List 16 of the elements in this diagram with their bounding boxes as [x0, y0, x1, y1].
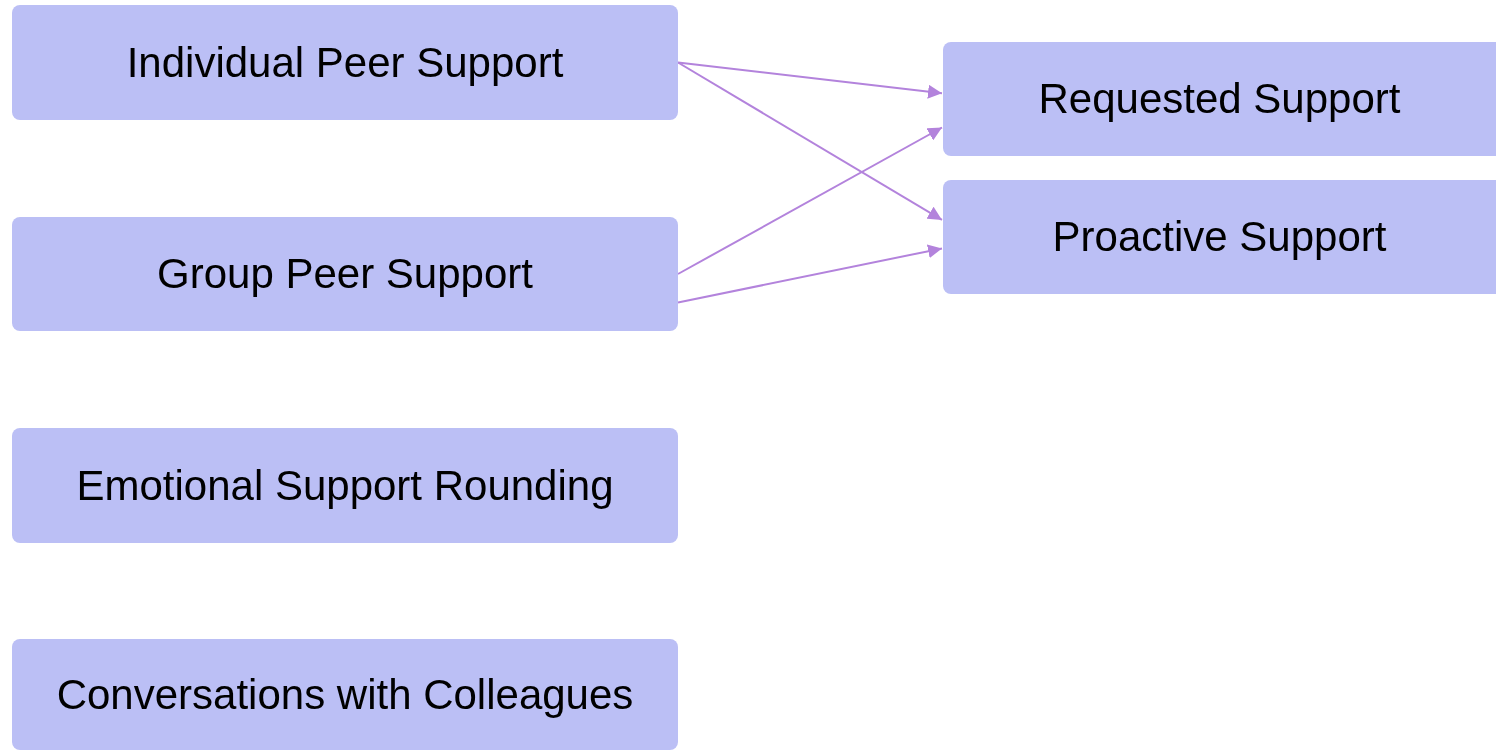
arrow [677, 61, 943, 99]
process-box [12, 5, 678, 120]
process-box [12, 217, 678, 331]
box-label: Group Peer Support [157, 249, 533, 299]
box-label: Emotional Support Rounding [76, 460, 614, 511]
arrow [677, 244, 943, 304]
box-label: Proactive Support [1052, 212, 1387, 262]
arrow [677, 126, 943, 275]
process-box [943, 180, 1496, 294]
arrow [677, 61, 943, 221]
process-box [12, 428, 678, 543]
box-label: Requested Support [1038, 74, 1401, 124]
box-label: Conversations with Colleagues [56, 669, 634, 720]
process-box [943, 42, 1496, 156]
box-label: Individual Peer Support [126, 37, 564, 88]
process-box [12, 639, 678, 750]
